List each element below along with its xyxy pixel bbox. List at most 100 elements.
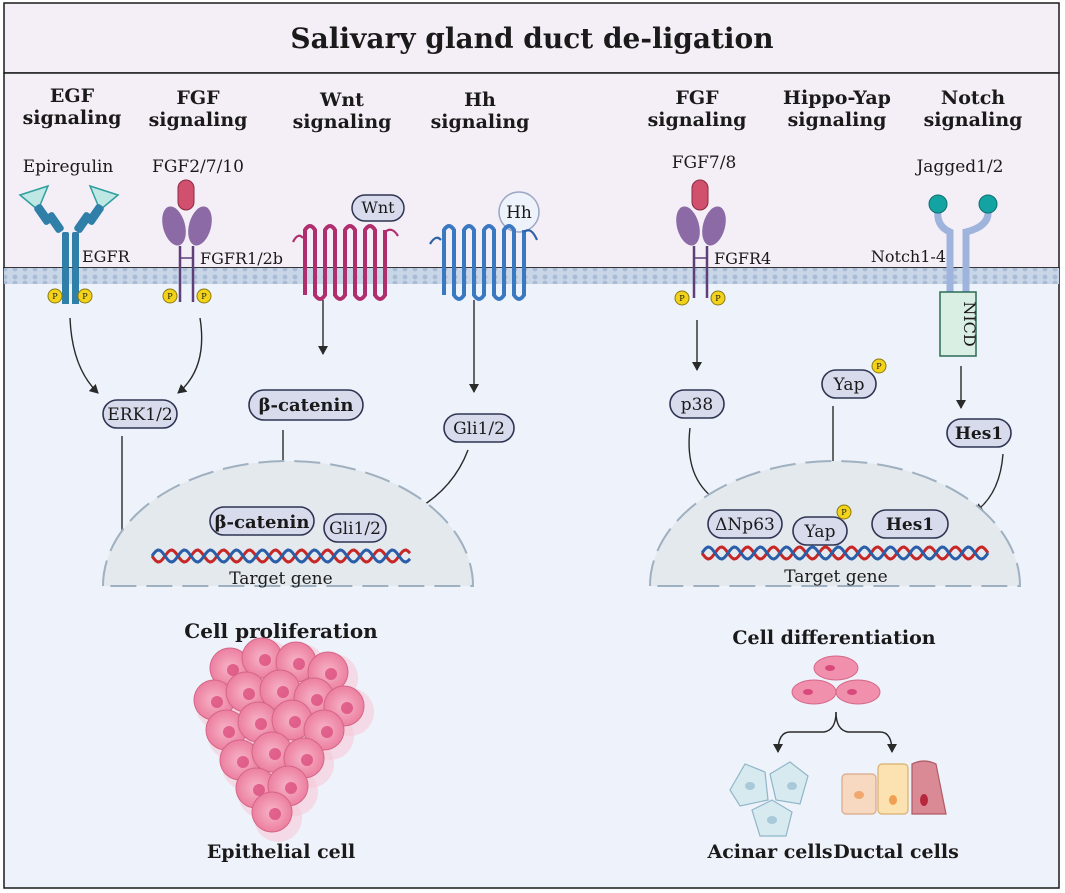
epithelial-cell-nucleus xyxy=(253,784,265,796)
pathway-wnt-line1: Wnt xyxy=(319,89,364,111)
dna-left-strand2 xyxy=(150,548,412,564)
svg-text:P: P xyxy=(52,292,58,301)
title-box xyxy=(3,2,1060,74)
fgfr12b-label: FGFR1/2b xyxy=(200,249,283,268)
svg-text:P: P xyxy=(82,292,88,301)
nucleus-yap-phospho xyxy=(836,504,852,520)
svg-text:Hes1: Hes1 xyxy=(955,424,1003,444)
epithelial-cell-nucleus xyxy=(259,654,271,666)
pathway-hippo-line2: signaling xyxy=(788,109,887,131)
svg-text:ERK1/2: ERK1/2 xyxy=(107,405,172,425)
nucleus-beta-catenin xyxy=(209,506,315,536)
epiregulin-ligand-right xyxy=(88,184,120,212)
pathway-notch-line1: Notch xyxy=(941,87,1005,109)
effector-erk: ERK1/2 xyxy=(102,399,178,429)
nicd-label: NICD xyxy=(960,301,979,346)
svg-text:Yap: Yap xyxy=(833,375,865,395)
epithelial-cell-nucleus xyxy=(321,726,333,738)
pathway-fgf2-line1: FGF xyxy=(675,87,719,109)
phospho-fgfr4-right: P xyxy=(710,290,726,306)
differentiation-label: Cell differentiation xyxy=(732,627,935,649)
nucleus-right: ΔNp63 Yap P Hes1 Target gene xyxy=(648,460,1022,587)
svg-text:P: P xyxy=(167,292,173,301)
nucleus-beta-catenin-label: β-catenin xyxy=(215,512,310,533)
effector-hes1: Hes1 xyxy=(946,418,1012,448)
phospho-egfr-left: P xyxy=(47,288,63,304)
svg-text:P: P xyxy=(715,294,721,303)
pathway-fgf-line1: FGF xyxy=(176,87,220,109)
differentiation-arrows xyxy=(773,711,897,753)
epithelial-cell-nucleus xyxy=(211,696,223,708)
fgfr4-label: FGFR4 xyxy=(714,249,771,268)
epithelial-cell-nucleus xyxy=(237,756,249,768)
effector-p38: p38 xyxy=(669,389,725,419)
pathway-egf-line2: signaling xyxy=(23,107,122,129)
epithelial-cell-nucleus xyxy=(255,718,267,730)
epithelial-cell-nucleus xyxy=(301,754,313,766)
fgf2710-label: FGF2/7/10 xyxy=(152,157,244,177)
phospho-egfr-right: P xyxy=(77,288,93,304)
epithelial-cell-nucleus xyxy=(269,748,281,760)
jagged-label: Jagged1/2 xyxy=(914,157,1003,177)
epithelial-cell-label: Epithelial cell xyxy=(207,841,355,863)
epithelial-cell-nucleus xyxy=(227,664,239,676)
effector-yap: Yap P xyxy=(821,358,887,399)
epithelial-cell-nucleus xyxy=(285,782,297,794)
pathway-headers: EGF signaling FGF signaling Wnt signalin… xyxy=(23,85,1023,133)
svg-text:P: P xyxy=(876,362,882,371)
epithelial-cell-nucleus xyxy=(341,702,353,714)
epithelial-cell-nucleus xyxy=(325,668,337,680)
wnt-ligand-label: Wnt xyxy=(361,198,395,217)
pathway-hh-line2: signaling xyxy=(431,111,530,133)
dna-right-strand2 xyxy=(700,545,990,561)
acinar-cells-label: Acinar cells xyxy=(706,841,832,863)
svg-text:p38: p38 xyxy=(681,395,714,415)
nucleus-np63-label: ΔNp63 xyxy=(715,515,775,535)
egfr-receptor: Epiregulin EGFR xyxy=(18,157,131,304)
fgfr4-receptor: FGF7/8 FGFR4 xyxy=(672,153,771,298)
svg-text:Gli1/2: Gli1/2 xyxy=(453,419,505,439)
proliferation-label: Cell proliferation xyxy=(184,619,378,643)
epithelial-cell-cluster xyxy=(193,637,374,842)
epithelial-cell-nucleus xyxy=(243,688,255,700)
svg-text:P: P xyxy=(201,292,207,301)
effector-beta-catenin: β-catenin xyxy=(248,389,364,421)
ductal-cells-illustration xyxy=(841,760,947,815)
fgfr12b-receptor: FGF2/7/10 FGFR1/2b xyxy=(152,157,283,302)
svg-text:β-catenin: β-catenin xyxy=(259,395,354,416)
notch-label: Notch1-4 xyxy=(871,247,946,266)
notch-receptor: Jagged1/2 Notch1-4 NICD xyxy=(871,157,1004,357)
epithelial-cell-nucleus xyxy=(269,808,281,820)
dna-left-strand1 xyxy=(150,548,412,564)
fgf78-ligand xyxy=(691,179,709,211)
pathway-egf-line1: EGF xyxy=(50,85,95,107)
progenitor-cells xyxy=(791,655,881,705)
wnt-receptor: Wnt xyxy=(292,194,405,301)
jagged-ligand-right xyxy=(978,194,998,214)
fgf78-label: FGF7/8 xyxy=(672,153,737,173)
epithelial-cell-nucleus xyxy=(223,726,235,738)
pathway-hippo-line1: Hippo-Yap xyxy=(783,87,891,109)
target-gene-left: Target gene xyxy=(229,569,332,589)
pathway-fgf2-line2: signaling xyxy=(648,109,747,131)
wnt-ligand xyxy=(351,194,405,222)
effector-gli: Gli1/2 xyxy=(443,413,515,443)
nucleus-gli-label: Gli1/2 xyxy=(329,519,381,539)
epiregulin-ligand-left xyxy=(18,184,50,212)
hh-receptor: Hh xyxy=(429,191,540,301)
nucleus-hes1-label: Hes1 xyxy=(886,515,934,535)
fgf-ligand xyxy=(177,179,195,211)
epithelial-cell-nucleus xyxy=(293,658,305,670)
nicd-box xyxy=(939,291,977,357)
phospho-fgfr-right: P xyxy=(196,288,212,304)
epithelial-cell-nucleus xyxy=(311,694,323,706)
acinar-cells-illustration xyxy=(729,761,809,837)
ductal-cells-label: Ductal cells xyxy=(833,841,959,863)
nucleus-yap-phospho-label: P xyxy=(841,508,847,517)
phospho-fgfr-left: P xyxy=(162,288,178,304)
epithelial-cell-nucleus xyxy=(277,686,289,698)
target-gene-right: Target gene xyxy=(784,567,887,587)
jagged-ligand-left xyxy=(928,194,948,214)
